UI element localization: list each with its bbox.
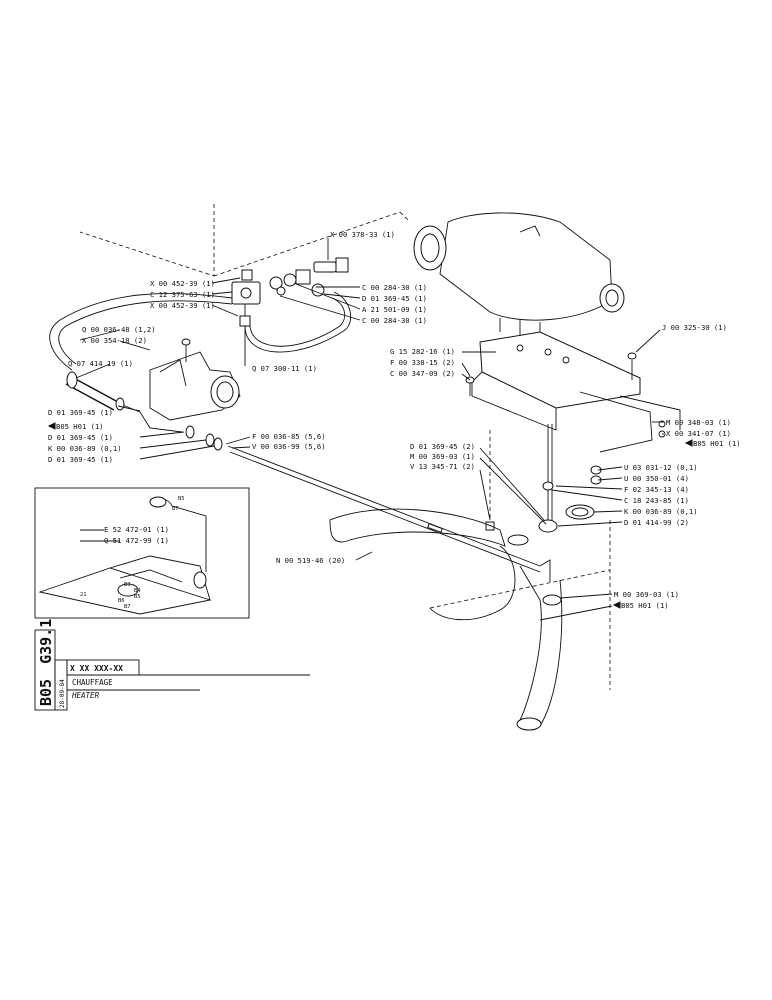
callout-right-10: U 03 031-12 (0,1) [624, 463, 698, 472]
callout-left-7: D 01 369-45 (1) [48, 455, 113, 464]
callout-left-9: V 00 036-99 (5,6) [252, 442, 326, 451]
pipe-diagonal [227, 445, 551, 582]
inset-small-5: B5 [134, 594, 141, 600]
inset-small-7: B7 [124, 604, 131, 610]
lower-hardware [485, 424, 602, 546]
leader-lines [75, 238, 664, 621]
inset-small-2: 21 [80, 592, 87, 598]
callout-left-4: B05 H01 (1) [56, 422, 104, 431]
inset-small-0: B5 [178, 496, 185, 502]
callout-right-12: F 02 345-13 (4) [624, 485, 689, 494]
callout-left-1: X 00 354-18 (2) [82, 336, 147, 345]
callout-top-0: X 00 378-33 (1) [330, 230, 395, 239]
callout-right-5: X 00 341-07 (1) [666, 429, 731, 438]
inset-small-1: B7 [172, 506, 179, 512]
title-block: B05 G39.1 28-09-84 X XX XXX-XX CHAUFFAGE… [34, 619, 310, 711]
callout-top-4: C 00 284-30 (1) [362, 283, 427, 292]
callout-right-7: D 01 369-45 (2) [410, 442, 475, 451]
sheet-group: B05 [37, 679, 55, 706]
callout-right-8: M 00 369-03 (1) [410, 452, 475, 461]
inset-small-4: B4 [134, 588, 141, 594]
callout-top-1: X 00 452-39 (1) [150, 279, 215, 288]
callout-right-11: U 00 350-01 (4) [624, 474, 689, 483]
callout-left-2: Q 07 414 19 (1) [68, 359, 133, 368]
callout-right-1: G 15 282-16 (1) [390, 347, 455, 356]
sheet-title-en: HEATER [71, 691, 100, 700]
callout-top-8: Q 07 300-11 (1) [252, 364, 317, 373]
valve-assembly [231, 257, 349, 327]
callout-left-3: D 01 369-45 (1) [48, 408, 113, 417]
callout-left-0: Q 00 036-48 (1,2) [82, 325, 156, 334]
callout-right-15: D 01 414-99 (2) [624, 518, 689, 527]
pipe-left [65, 338, 241, 451]
sheet-date: 28-09-84 [59, 679, 66, 708]
callout-top-6: A 21 501-09 (1) [362, 305, 427, 314]
callout-top-3: X 00 452-39 (1) [150, 301, 215, 310]
callout-right-13: C 18 243-85 (1) [624, 496, 689, 505]
callout-top-2: C 12 375-63 (1) [150, 290, 215, 299]
chassis-outline [79, 204, 411, 277]
callout-top-7: C 00 284-30 (1) [362, 316, 427, 325]
sheet-page: G39.1 [37, 619, 55, 664]
callout-right-0: J 00 325-30 (1) [662, 323, 727, 332]
hose-upper [49, 291, 352, 371]
callout-right-9: V 13 345-71 (2) [410, 462, 475, 471]
inset-small-3: B3 [124, 582, 131, 588]
duct-lower [329, 508, 611, 731]
inset-callout-0: E 52 472-01 (1) [104, 525, 169, 534]
callout-right-17: M 00 369-03 (1) [614, 590, 679, 599]
callout-right-16: N 00 519-46 (20) [276, 556, 345, 565]
callout-right-18: B05 H01 (1) [621, 601, 669, 610]
callout-left-8: F 00 036-85 (5,6) [252, 432, 326, 441]
sheet-number: X XX XXX-XX [70, 664, 123, 673]
callout-right-4: M 00 348-03 (1) [666, 418, 731, 427]
callouts-right: J 00 325-30 (1) G 15 282-16 (1) F 00 338… [276, 323, 741, 610]
callout-left-6: K 00 036-89 (0,1) [48, 444, 122, 453]
callout-right-6: B05 H01 (1) [693, 439, 741, 448]
callouts-left: Q 00 036-48 (1,2) X 00 354-18 (2) Q 07 4… [47, 325, 326, 464]
ref-arrow-right-2: B05 H01 (1) [612, 601, 669, 610]
inset-small-6: B6 [118, 598, 125, 604]
heater-unit [413, 212, 625, 338]
callout-top-5: D 01 369-45 (1) [362, 294, 427, 303]
callout-left-5: D 01 369-45 (1) [48, 433, 113, 442]
sheet-title-fr: CHAUFFAGE [72, 678, 113, 687]
inset-callout-1: Q 51 472-99 (1) [104, 536, 169, 545]
mounting-bracket [465, 331, 681, 453]
ref-arrow-right-1: B05 H01 (1) [684, 439, 741, 448]
callout-right-14: K 00 036-89 (0,1) [624, 507, 698, 516]
inset-detail: E 52 472-01 (1) Q 51 472-99 (1) B5 B7 21… [34, 487, 250, 619]
sheet-group-page: B05 G39.1 [37, 619, 55, 706]
ref-arrow-left: B05 H01 (1) [47, 422, 104, 431]
callouts-top: X 00 378-33 (1) X 00 452-39 (1) C 12 375… [150, 230, 427, 373]
callout-right-3: C 00 347-09 (2) [390, 369, 455, 378]
callout-right-2: F 00 338-15 (2) [390, 358, 455, 367]
